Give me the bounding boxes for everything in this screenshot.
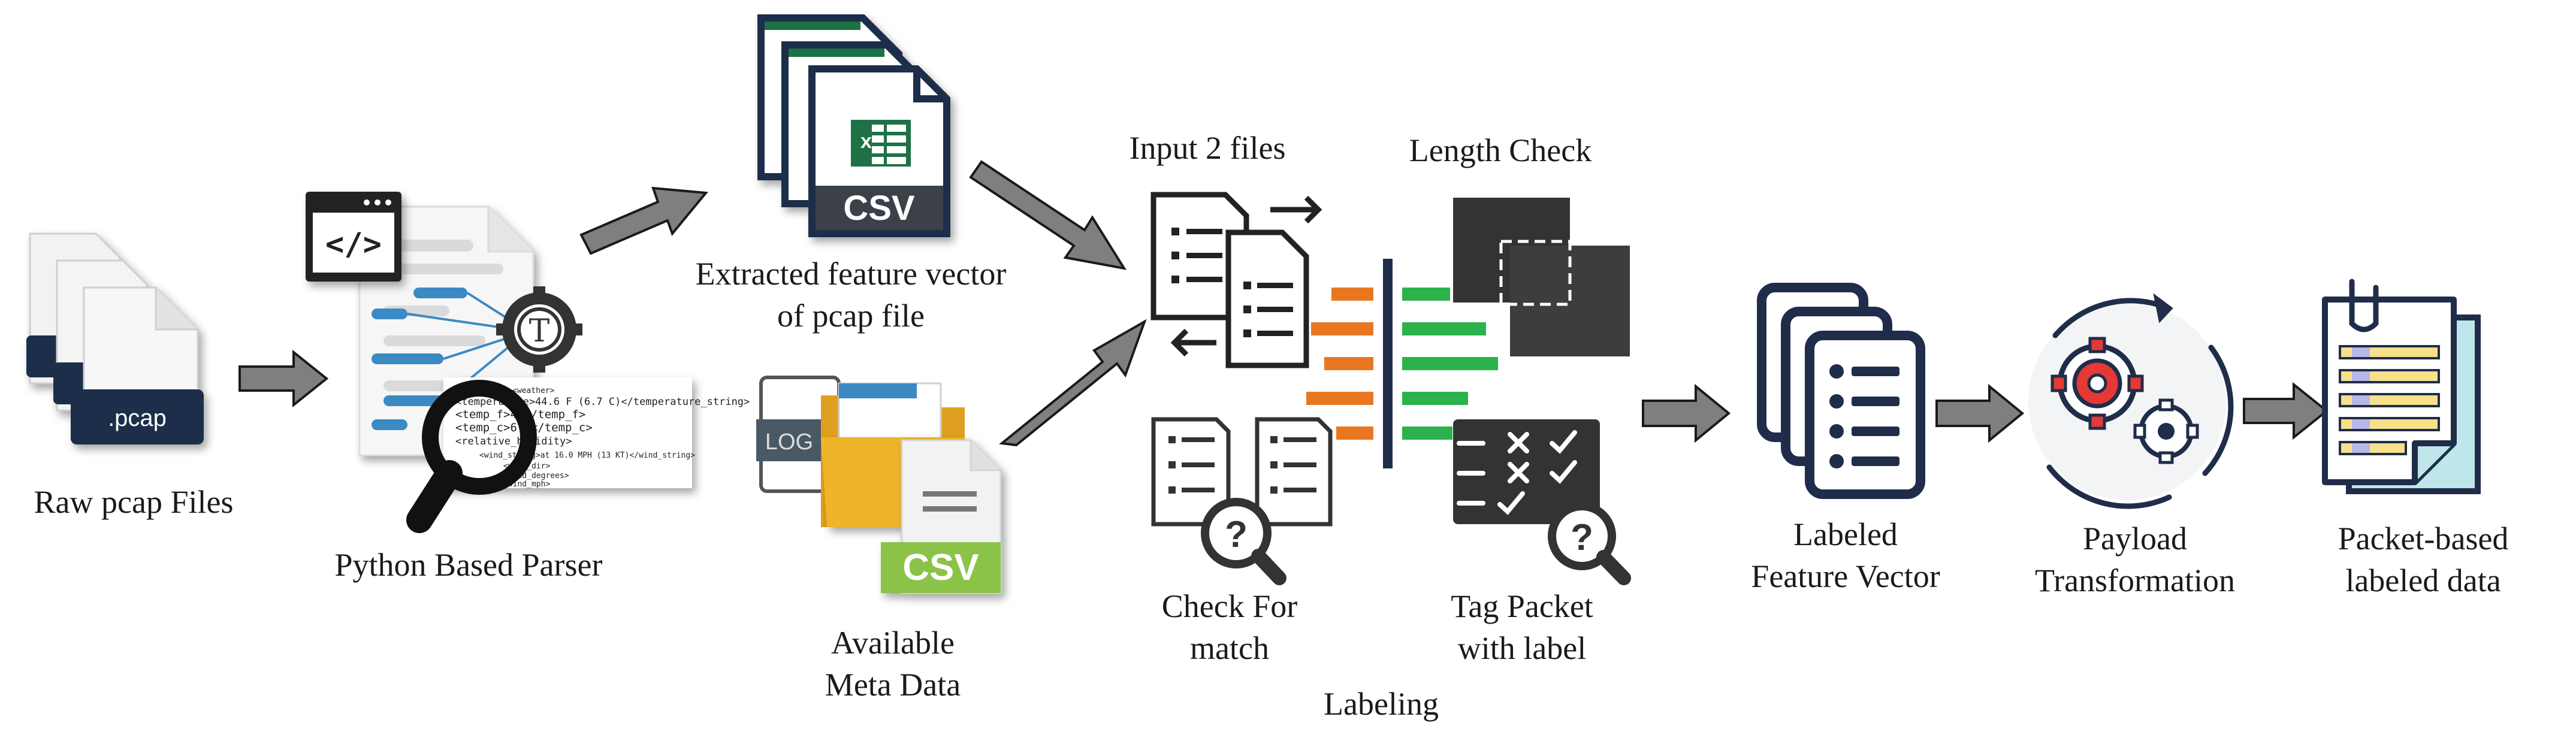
labeled-vector-line-1: Labeled [1793,516,1898,552]
arrow-icon [969,160,1127,270]
arrow-icon [2243,382,2329,440]
svg-text:T: T [529,313,550,349]
log-text: LOG [765,430,813,455]
pcap-files-icon [26,232,204,444]
payload-line-1: Payload [2083,521,2187,557]
meta-label-line-2: Meta Data [825,667,961,703]
arrow-icon [999,319,1147,447]
tag-magnifier-icon: ? [1548,502,1631,585]
arrow-icon [1935,383,2025,443]
labeled-vector-icon [1757,283,1925,499]
length-check-icon [1453,198,1630,356]
flow-arrows [238,160,2329,447]
tag-packet-line-2: with label [1457,630,1587,666]
svg-text:?: ? [1225,514,1248,555]
extracted-label-line-2: of pcap file [777,298,925,334]
length-bars [1306,259,1498,468]
tag-packet-icon [1453,419,1600,524]
code-line: <wind_string>at 16.0 MPH (13 KT)</wind_s… [479,451,695,460]
parser-label: Python Based Parser [334,547,603,583]
payload-gears-icon [2028,293,2234,509]
tag-packet-line-1: Tag Packet [1451,588,1593,624]
raw-pcap-label: Raw pcap Files [34,484,234,520]
check-match-label: Check For match [1162,585,1297,669]
code-line: <weather> [512,386,555,395]
input-files-label: Input 2 files [1129,130,1286,166]
extracted-label: Extracted feature vector of pcap file [696,253,1007,337]
packet-data-line-2: labeled data [2345,562,2501,598]
svg-text:</>: </> [325,226,382,262]
check-match-icon: ? [1151,417,1333,585]
meta-csv-text: CSV [902,547,979,588]
magnifier-icon [406,380,537,533]
gear-icon [2050,337,2144,430]
input-files-icon [1150,192,1322,368]
code-window-icon: </> [306,192,401,282]
gear-icon [2133,398,2199,464]
code-line: <relative_humidity> [455,435,572,447]
svg-text:x: x [860,130,872,153]
extracted-csv-text: CSV [843,189,915,228]
labeled-vector-label: Labeled Feature Vector [1751,513,1940,597]
labeling-label: Labeling [1324,686,1439,722]
labeled-vector-line-2: Feature Vector [1751,558,1940,594]
gear-t-icon: T [496,286,582,373]
meta-csv-icon [881,439,1002,594]
meta-label: Available Meta Data [825,622,961,706]
pcap-icon-text: .pcap [108,405,167,431]
svg-text:?: ? [1571,517,1593,558]
packet-data-icon [2322,279,2481,494]
tag-packet-label: Tag Packet with label [1451,585,1593,669]
excel-icon: x [851,120,911,167]
payload-line-2: Transformation [2035,562,2235,598]
extracted-label-line-1: Extracted feature vector [695,256,1007,292]
arrow-icon [579,186,708,255]
check-match-line-2: match [1190,630,1269,666]
check-match-line-1: Check For [1161,588,1298,624]
meta-label-line-1: Available [831,625,955,661]
packet-data-line-1: Packet-based [2338,521,2509,557]
arrow-icon [1642,383,1731,443]
code-line: <temperature>44.6 F (6.7 C)</temperature… [455,396,750,408]
payload-label: Payload Transformation [2035,518,2235,601]
packet-data-label: Packet-based labeled data [2338,518,2509,601]
length-check-label: Length Check [1409,132,1592,168]
arrow-icon [238,349,329,408]
